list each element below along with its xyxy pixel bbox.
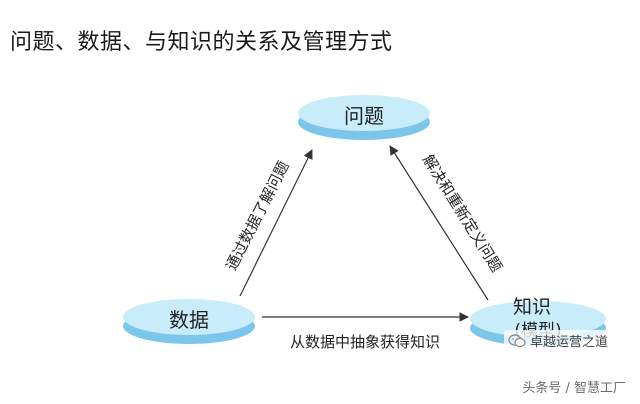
data-node-top	[123, 299, 255, 335]
knowledge-node-label-line1: 知识	[513, 296, 551, 318]
edge-label-data-to-knowledge: 从数据中抽象获得知识	[290, 333, 440, 351]
data-node: 数据	[123, 299, 255, 344]
data-node-label: 数据	[169, 308, 209, 332]
edge-label-data-to-problem: 通过数据了解问题	[222, 158, 293, 273]
problem-node-label: 问题	[344, 104, 384, 128]
footer-watermark: 头条号 / 智慧工厂	[522, 381, 626, 396]
edge-label-problem-to-knowledge: 解决和重新定义问题	[419, 151, 506, 275]
knowledge-node-top	[470, 301, 606, 337]
wechat-icon	[508, 333, 526, 347]
problem-node-top	[298, 95, 430, 131]
arrow-knowledge-to-problem	[389, 145, 489, 301]
wechat-account-name: 卓越运营之道	[530, 335, 609, 350]
page-title: 问题、数据、与知识的关系及管理方式	[10, 30, 393, 55]
arrow-data-to-problem	[239, 149, 313, 297]
wechat-watermark: 卓越运营之道	[504, 330, 613, 351]
problem-node: 问题	[298, 95, 430, 140]
